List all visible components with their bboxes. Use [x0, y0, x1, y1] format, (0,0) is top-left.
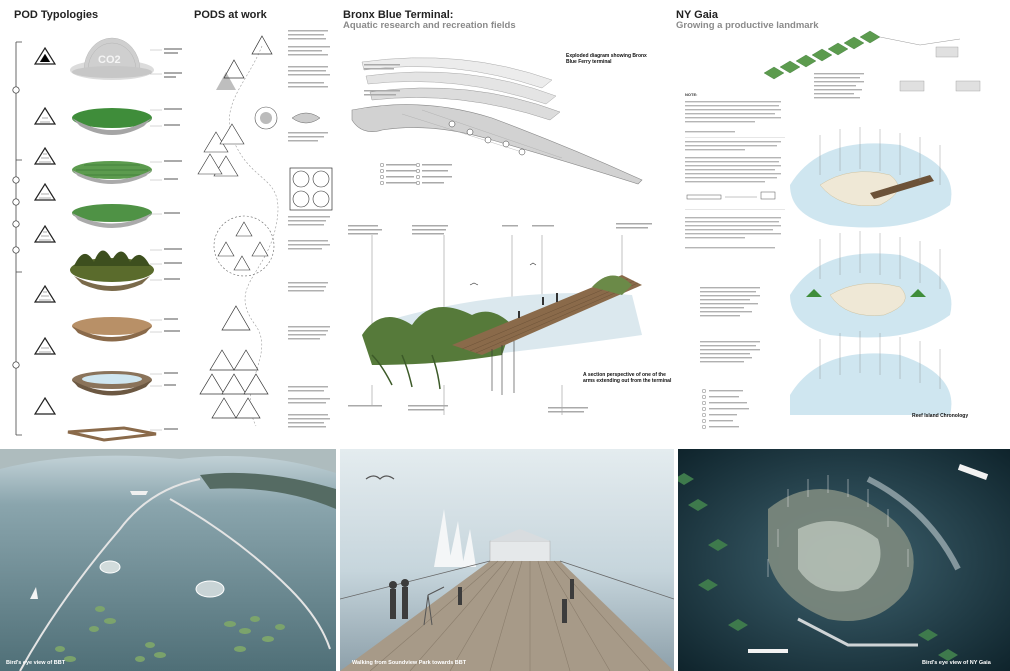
bbt-caption: Bird's eye view of BBT — [6, 660, 66, 666]
section-perspective — [348, 223, 652, 415]
ny-gaia-photo: Bird's eye view of NY Gaia — [678, 449, 1010, 671]
bronx-blue-title: Bronx Blue Terminal: — [343, 9, 454, 21]
gaia-caption: Bird's eye view of NY Gaia — [922, 660, 991, 666]
exploded-terminal-diagram — [351, 57, 643, 185]
ny-gaia-title: NY Gaia — [676, 9, 718, 21]
bronx-blue-subtitle: Aquatic research and recreation fields — [343, 20, 516, 31]
bbt-photo-art — [0, 449, 336, 671]
triangle-icon-column — [33, 46, 57, 415]
gaia-photo-art — [678, 449, 1010, 671]
ny-gaia-subtitle: Growing a productive landmark — [676, 20, 819, 31]
pods-at-work-title: PODS at work — [194, 9, 267, 21]
co2-label: CO2 — [98, 54, 121, 66]
timeline-bracket — [12, 41, 22, 436]
pod-typologies-panel: CO2 — [0, 30, 190, 445]
note-column: NOTE: — [685, 92, 785, 272]
pods-at-work-diagram — [197, 30, 333, 428]
pod-renderings — [67, 37, 157, 442]
bbt-birds-eye-photo: Bird's eye view of BBT — [0, 449, 336, 671]
note-text-lines — [685, 101, 785, 249]
walking-pier-photo: Walking from Soundview Park towards BBT — [340, 449, 674, 671]
note-heading: NOTE: — [685, 92, 698, 97]
section-perspective-label: A section perspective of one of the arms… — [583, 372, 672, 384]
pier-photo-art — [340, 449, 674, 671]
gaia-annotations — [700, 287, 760, 429]
annotation-lines — [150, 48, 182, 431]
exploded-diagram-label: Exploded diagram showing Bronx Blue Ferr… — [566, 53, 647, 65]
pod-typologies-title: POD Typologies — [14, 9, 99, 21]
walking-caption: Walking from Soundview Park towards BBT — [352, 660, 467, 666]
reef-chronology-label: Reef Island Chronology — [912, 413, 969, 419]
gaia-chronology — [763, 30, 981, 415]
